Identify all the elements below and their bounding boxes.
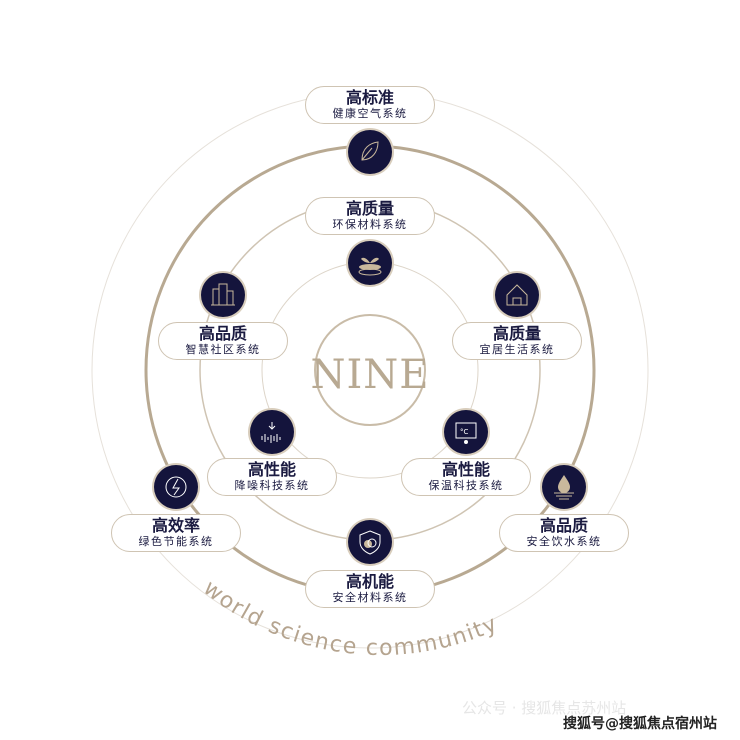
energy-bolt-icon <box>154 465 198 509</box>
feature-label: 高标准健康空气系统 <box>305 86 435 124</box>
feature-title: 高质量 <box>345 199 394 218</box>
svg-text:°C: °C <box>460 428 469 436</box>
feature-subtitle: 健康空气系统 <box>332 107 408 120</box>
feature-title: 高性能 <box>247 460 296 479</box>
feature-subtitle: 安全材料系统 <box>332 591 408 604</box>
feature-title: 高品质 <box>198 324 247 343</box>
feature-subtitle: 宜居生活系统 <box>479 343 555 356</box>
center-logo: NINE <box>311 352 430 398</box>
watermark-main: 搜狐号@搜狐焦点宿州站 <box>563 716 717 732</box>
feature-title: 高效率 <box>151 516 200 535</box>
feature-label: 高效率绿色节能系统 <box>111 514 241 552</box>
feature-title: 高质量 <box>492 324 541 343</box>
house-icon <box>495 273 539 317</box>
feature-label: 高性能保温科技系统 <box>401 458 531 496</box>
feature-subtitle: 智慧社区系统 <box>185 343 261 356</box>
feature-label: 高性能降噪科技系统 <box>207 458 337 496</box>
feature-title: 高品质 <box>539 516 588 535</box>
feature-subtitle: 环保材料系统 <box>332 218 408 231</box>
feature-subtitle: 保温科技系统 <box>428 479 504 492</box>
buildings-icon <box>201 273 245 317</box>
feature-subtitle: 绿色节能系统 <box>138 535 214 548</box>
feature-label: 高质量宜居生活系统 <box>452 322 582 360</box>
feature-label: 高质量环保材料系统 <box>305 197 435 235</box>
soundwave-icon <box>250 410 294 454</box>
feature-label: 高品质智慧社区系统 <box>158 322 288 360</box>
feature-title: 高标准 <box>345 88 394 107</box>
leaf-icon <box>348 130 392 174</box>
feature-subtitle: 降噪科技系统 <box>234 479 310 492</box>
sprout-layers-icon <box>348 241 392 285</box>
thermometer-screen-icon: °C <box>444 410 488 454</box>
center-circle <box>314 314 426 426</box>
watermark-faded: 公众号 · 搜狐焦点苏州站 <box>462 699 627 717</box>
feature-subtitle: 安全饮水系统 <box>526 535 602 548</box>
feature-label: 高机能安全材料系统 <box>305 570 435 608</box>
shield-icon <box>348 520 392 564</box>
feature-title: 高性能 <box>441 460 490 479</box>
feature-title: 高机能 <box>345 572 394 591</box>
feature-label: 高品质安全饮水系统 <box>499 514 629 552</box>
water-drop-icon <box>542 465 586 509</box>
